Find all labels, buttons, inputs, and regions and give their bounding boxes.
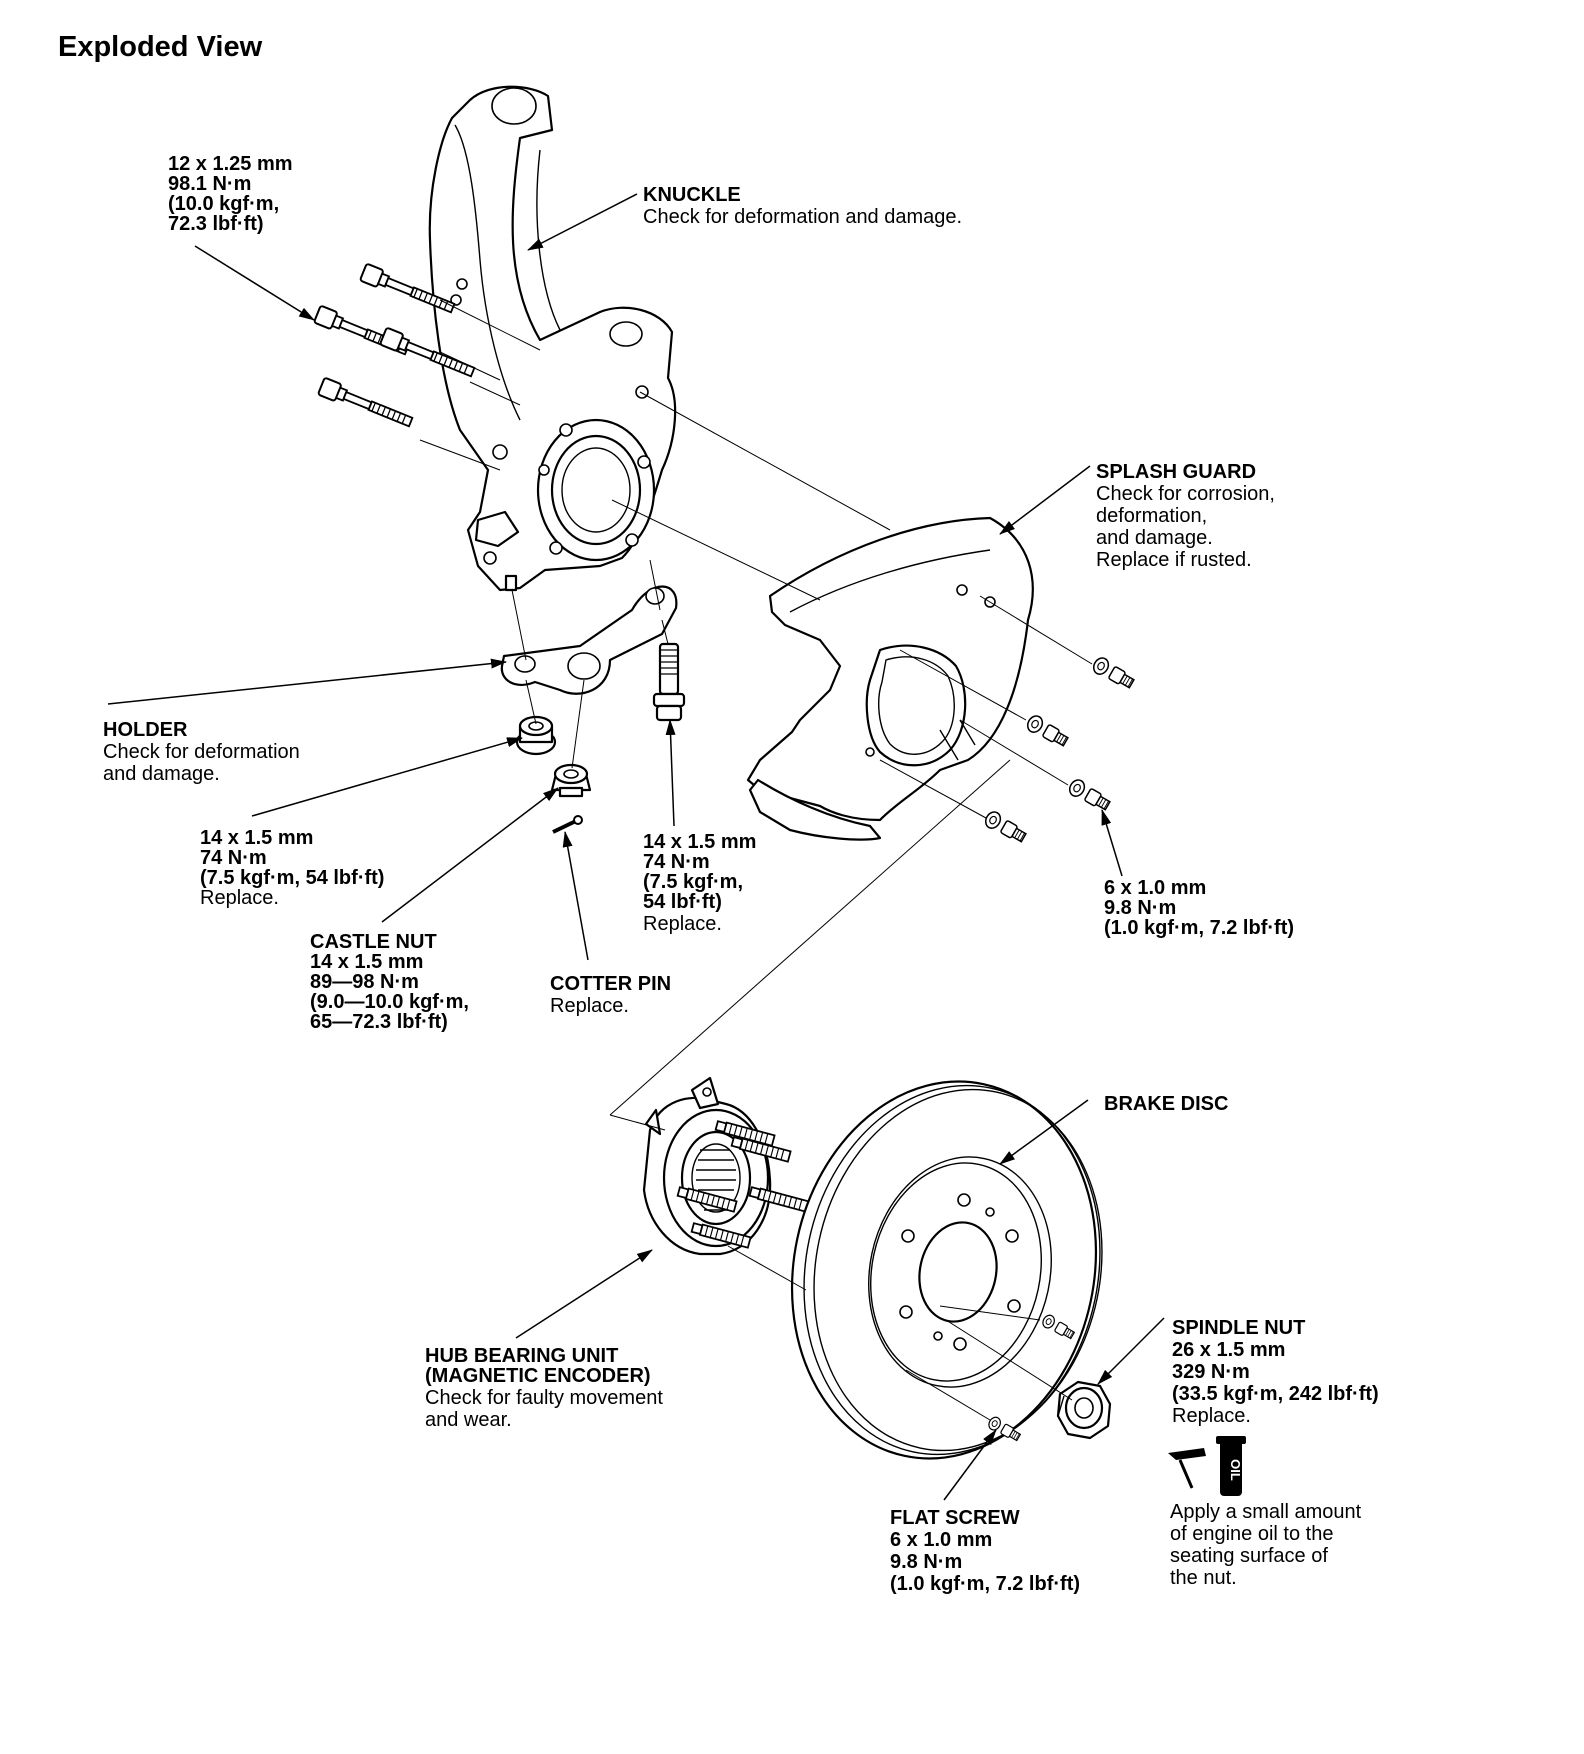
holder-bolt-torque: 74 N·m [643,851,710,873]
flat-screw-size: 6 x 1.0 mm [890,1529,992,1551]
knuckle-label: KNUCKLE [643,184,741,206]
holder-bolt-kgfm: (7.5 kgf·m, [643,871,743,893]
oil-can-icon: OIL [1168,1436,1246,1496]
oil-note-1: Apply a small amount [1170,1501,1362,1523]
guard-bolt-size: 6 x 1.0 mm [1104,877,1206,899]
splash-guard-note-1: Check for corrosion, [1096,483,1275,505]
knuckle-bolt-kgfm: (10.0 kgf·m, [168,193,279,215]
holder-bolt-replace: Replace. [643,913,722,935]
splash-guard-note-2: deformation, [1096,505,1207,527]
cotter-pin [552,815,583,834]
knuckle-part [428,85,677,592]
knuckle-bolt-lbfft: 72.3 lbf·ft) [168,213,264,235]
flat-screw-imperial: (1.0 kgf·m, 7.2 lbf·ft) [890,1573,1080,1595]
holder-bolt [652,642,686,722]
leader-lines [107,193,1165,1501]
oil-note-4: the nut. [1170,1567,1237,1589]
holder-note-2: and damage. [103,763,220,785]
hub-bearing-note-1: Check for faulty movement [425,1387,663,1409]
holder-part [500,585,678,695]
callout-brake-disc: BRAKE DISC [1104,1093,1228,1115]
holder-nut-size: 14 x 1.5 mm [200,827,313,849]
spindle-nut-size: 26 x 1.5 mm [1172,1339,1285,1361]
cotter-pin-label: COTTER PIN [550,973,671,995]
oil-note-2: of engine oil to the [1170,1523,1333,1545]
spindle-nut [1056,1380,1112,1440]
holder-note-1: Check for deformation [103,741,300,763]
hub-bearing-label: HUB BEARING UNIT [425,1345,618,1367]
castle-nut-size: 14 x 1.5 mm [310,951,423,973]
callout-knuckle: KNUCKLE Check for deformation and damage… [643,184,962,228]
knuckle-note: Check for deformation and damage. [643,206,962,228]
callout-castle-nut: CASTLE NUT 14 x 1.5 mm 89—98 N·m (9.0—10… [310,931,469,1033]
assembly-guide-lines [419,299,1093,1421]
callout-holder-bolt: 14 x 1.5 mm 74 N·m (7.5 kgf·m, 54 lbf·ft… [643,831,756,935]
hub-bearing-unit-part [642,1076,810,1256]
holder-bolt-lbfft: 54 lbf·ft) [643,891,722,913]
holder-nut-torque: 74 N·m [200,847,267,869]
guard-bolt-imperial: (1.0 kgf·m, 7.2 lbf·ft) [1104,917,1294,939]
callout-splash-guard: SPLASH GUARD Check for corrosion, deform… [1096,461,1275,571]
flat-screw-label: FLAT SCREW [890,1507,1020,1529]
brake-disc-part [790,1080,1103,1460]
splash-guard-note-4: Replace if rusted. [1096,549,1252,571]
hub-bearing-encoder: (MAGNETIC ENCODER) [425,1365,651,1387]
callout-cotter-pin: COTTER PIN Replace. [550,973,671,1017]
flat-screw-torque: 9.8 N·m [890,1551,962,1573]
callout-holder-nut: 14 x 1.5 mm 74 N·m (7.5 kgf·m, 54 lbf·ft… [200,827,384,909]
holder-bolt-size: 14 x 1.5 mm [643,831,756,853]
callout-holder: HOLDER Check for deformation and damage. [103,719,300,785]
oil-note-3: seating surface of [1170,1545,1328,1567]
page-title: Exploded View [58,31,263,63]
splash-guard-part [746,516,1034,841]
castle-nut-label: CASTLE NUT [310,931,437,953]
oil-can-label: OIL [1228,1459,1243,1481]
spindle-nut-torque: 329 N·m [1172,1361,1250,1383]
knuckle-bolt-size: 12 x 1.25 mm [168,153,293,175]
callout-spindle-nut: SPINDLE NUT 26 x 1.5 mm 329 N·m (33.5 kg… [1172,1317,1379,1427]
knuckle-bolt-torque: 98.1 N·m [168,173,251,195]
holder-nut [515,715,557,756]
callout-knuckle-bolt: 12 x 1.25 mm 98.1 N·m (10.0 kgf·m, 72.3 … [168,153,293,235]
callout-guard-bolt: 6 x 1.0 mm 9.8 N·m (1.0 kgf·m, 7.2 lbf·f… [1104,877,1294,939]
holder-nut-replace: Replace. [200,887,279,909]
castle-nut-lbfft: 65—72.3 lbf·ft) [310,1011,448,1033]
callout-flat-screw: FLAT SCREW 6 x 1.0 mm 9.8 N·m (1.0 kgf·m… [890,1507,1080,1595]
callout-hub-bearing: HUB BEARING UNIT (MAGNETIC ENCODER) Chec… [425,1345,663,1431]
cotter-pin-note: Replace. [550,995,629,1017]
holder-nut-imperial: (7.5 kgf·m, 54 lbf·ft) [200,867,384,889]
brake-disc-label: BRAKE DISC [1104,1093,1228,1115]
guard-bolt-torque: 9.8 N·m [1104,897,1176,919]
callout-oil-note: Apply a small amount of engine oil to th… [1170,1501,1362,1589]
castle-nut-kgfm: (9.0—10.0 kgf·m, [310,991,469,1013]
hub-bearing-note-2: and wear. [425,1409,512,1431]
castle-nut [550,763,592,798]
splash-guard-label: SPLASH GUARD [1096,461,1256,483]
spindle-nut-imperial: (33.5 kgf·m, 242 lbf·ft) [1172,1383,1379,1405]
holder-label: HOLDER [103,719,188,741]
castle-nut-torque: 89—98 N·m [310,971,419,993]
spindle-nut-label: SPINDLE NUT [1172,1317,1305,1339]
splash-guard-note-3: and damage. [1096,527,1213,549]
spindle-nut-replace: Replace. [1172,1405,1251,1427]
